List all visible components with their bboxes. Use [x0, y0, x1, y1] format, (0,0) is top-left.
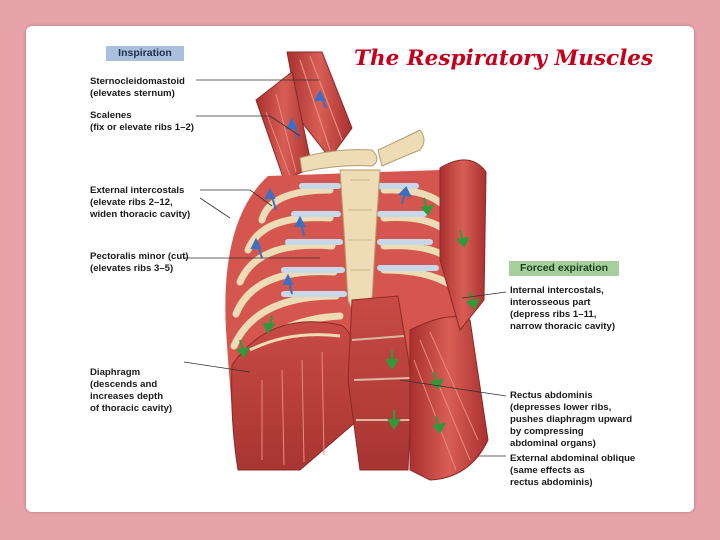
diaphragm-muscle [231, 321, 359, 471]
label-note: (elevates ribs 3–5) [90, 263, 174, 274]
label-external-oblique: External abdominal oblique (same effects… [510, 453, 635, 489]
label-scalenes: Scalenes (fix or elevate ribs 1–2) [90, 110, 194, 134]
leader-lines [183, 79, 507, 457]
label-pectoralis-minor: Pectoralis minor (cut) (elevates ribs 3–… [90, 251, 189, 275]
label-note: by compressing [510, 426, 584, 437]
expiration-arrows [235, 197, 480, 434]
label-name: Scalenes [90, 110, 132, 121]
label-note: (elevates sternum) [90, 88, 175, 99]
label-name: External intercostals [90, 185, 185, 196]
label-diaphragm: Diaphragm (descends and increases depth … [90, 367, 172, 415]
label-note: interosseous part [510, 297, 591, 308]
label-name: External abdominal oblique [510, 453, 636, 464]
label-note: widen thoracic cavity) [90, 209, 191, 220]
forced-expiration-tag: Forced expiration [509, 261, 619, 276]
label-internal-intercostals: Internal intercostals, interosseous part… [510, 285, 615, 333]
label-name: Pectoralis minor (cut) [90, 251, 189, 262]
label-note: of thoracic cavity) [90, 403, 173, 414]
inspiration-arrows [250, 89, 412, 295]
label-note: (depress ribs 1–11, [510, 309, 597, 320]
label-note: rectus abdominis) [510, 477, 593, 488]
label-note: narrow thoracic cavity) [510, 321, 616, 332]
neck-muscles [255, 51, 425, 181]
label-rectus-abdominis: Rectus abdominis (depresses lower ribs, … [510, 390, 632, 450]
label-name: Sternocleidomastoid [90, 76, 185, 87]
label-note: increases depth [90, 391, 164, 402]
label-note: (fix or elevate ribs 1–2) [90, 122, 194, 133]
label-sternocleidomastoid: Sternocleidomastoid (elevates sternum) [90, 76, 185, 100]
label-note: (depresses lower ribs, [510, 402, 612, 413]
slide-title: The Respiratory Muscles [354, 46, 654, 71]
label-external-intercostals: External intercostals (elevate ribs 2–12… [90, 185, 190, 221]
inspiration-tag: Inspiration [106, 46, 184, 61]
label-note: abdominal organs) [510, 438, 596, 449]
label-name: Internal intercostals, [510, 285, 604, 296]
label-note: (same effects as [510, 465, 585, 476]
label-note: pushes diaphragm upward [510, 414, 633, 425]
label-note: (elevate ribs 2–12, [90, 197, 173, 208]
label-name: Rectus abdominis [510, 390, 593, 401]
label-name: Diaphragm [90, 367, 141, 378]
label-note: (descends and [90, 379, 158, 390]
